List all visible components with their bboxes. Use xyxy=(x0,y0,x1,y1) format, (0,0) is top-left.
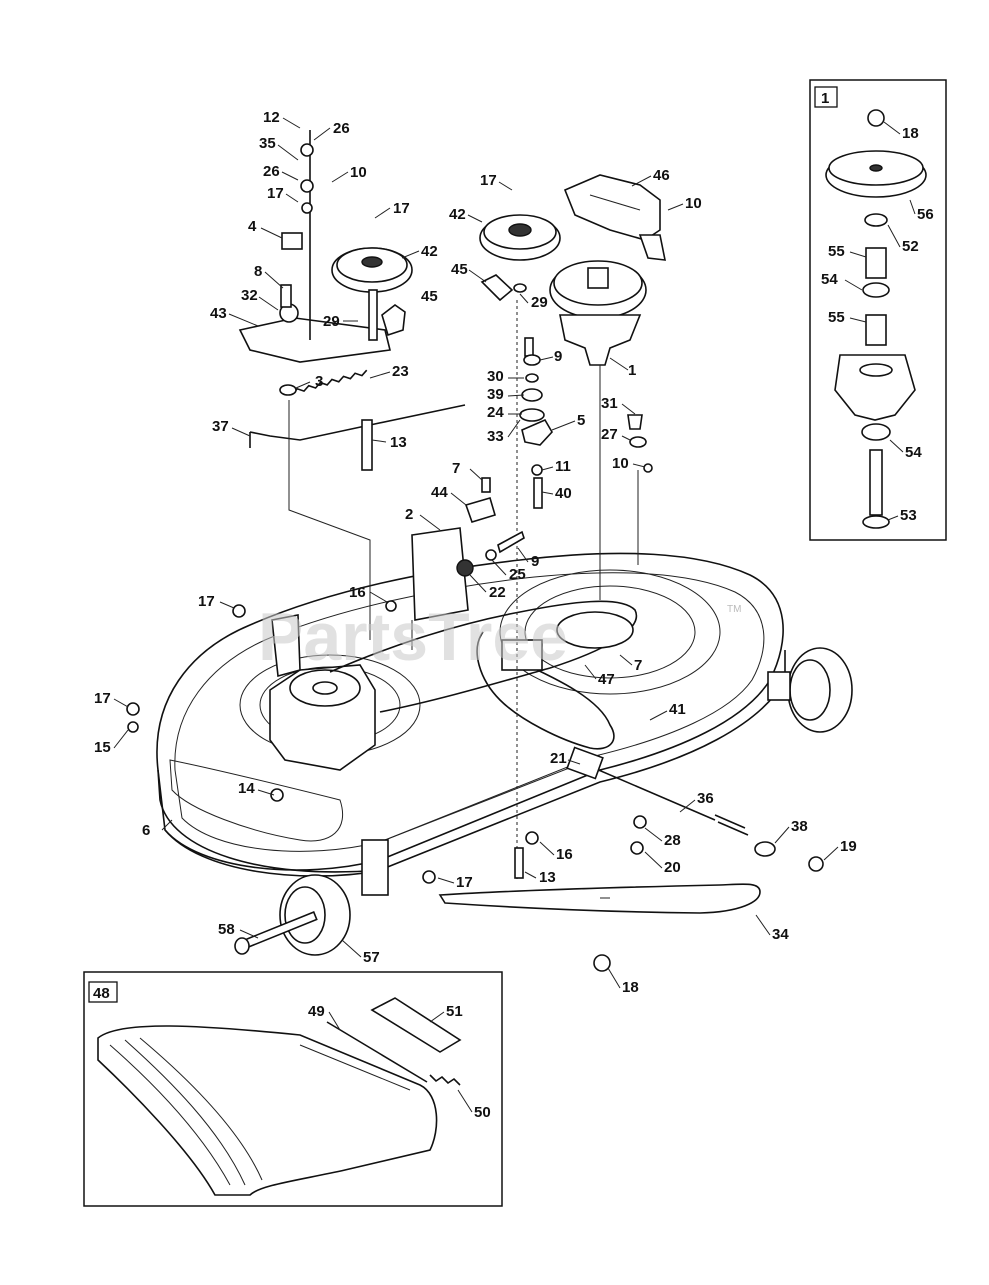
callout-30: 30 xyxy=(487,368,504,385)
callout-32: 32 xyxy=(241,287,258,304)
callout-24: 24 xyxy=(487,404,504,421)
callout-8: 8 xyxy=(254,263,262,280)
callout-52: 52 xyxy=(902,238,919,255)
callout-9: 9 xyxy=(531,553,539,570)
main-spindle xyxy=(549,260,647,600)
callout-55: 55 xyxy=(828,243,845,260)
callout-26: 26 xyxy=(333,120,350,137)
callout-10: 10 xyxy=(685,195,702,212)
watermark: PartsTree xyxy=(258,599,568,675)
callout-23: 23 xyxy=(392,363,409,380)
callout-40: 40 xyxy=(555,485,572,502)
callout-25: 25 xyxy=(509,566,526,583)
callout-54: 54 xyxy=(905,444,922,461)
callout-42: 42 xyxy=(449,206,466,223)
blade xyxy=(438,883,761,914)
callout-33: 33 xyxy=(487,428,504,445)
callout-39: 39 xyxy=(487,386,504,403)
callout-44: 44 xyxy=(431,484,448,501)
callout-9: 9 xyxy=(554,348,562,365)
callout-17: 17 xyxy=(480,172,497,189)
bracket-46 xyxy=(563,174,667,261)
callout-56: 56 xyxy=(917,206,934,223)
callout-43: 43 xyxy=(210,305,227,322)
callout-13: 13 xyxy=(539,869,556,886)
callout-28: 28 xyxy=(664,832,681,849)
callout-4: 4 xyxy=(248,218,257,235)
leader-lines xyxy=(113,117,916,1113)
callout-20: 20 xyxy=(664,859,681,876)
callout-10: 10 xyxy=(612,455,629,472)
axle-bolt xyxy=(234,911,318,955)
rear-wheel-right xyxy=(767,647,853,733)
callout-17: 17 xyxy=(393,200,410,217)
callout-38: 38 xyxy=(791,818,808,835)
callout-45: 45 xyxy=(451,261,468,278)
callout-17: 17 xyxy=(456,874,473,891)
callout-31: 31 xyxy=(601,395,618,412)
callout-46: 46 xyxy=(653,167,670,184)
callout-57: 57 xyxy=(363,949,380,966)
callout-19: 19 xyxy=(840,838,857,855)
mower-deck xyxy=(156,527,853,956)
callout-35: 35 xyxy=(259,135,276,152)
callout-labels: 12 26 35 26 10 17 17 4 42 8 32 45 43 29 … xyxy=(94,109,934,1121)
spindle-inset: 1 xyxy=(809,79,947,541)
callout-36: 36 xyxy=(697,790,714,807)
callout-16: 16 xyxy=(349,584,366,601)
right-hardware xyxy=(627,414,653,565)
callout-50: 50 xyxy=(474,1104,491,1121)
callout-22: 22 xyxy=(489,584,506,601)
callout-17: 17 xyxy=(198,593,215,610)
callout-29: 29 xyxy=(323,313,340,330)
hardware-nuts xyxy=(126,530,824,972)
callout-54: 54 xyxy=(821,271,838,288)
callout-55: 55 xyxy=(828,309,845,326)
callout-34: 34 xyxy=(772,926,789,943)
inset-1-label: 1 xyxy=(821,90,829,107)
callout-49: 49 xyxy=(308,1003,325,1020)
callout-10: 10 xyxy=(350,164,367,181)
callout-29: 29 xyxy=(531,294,548,311)
callout-7: 7 xyxy=(634,657,642,674)
callout-13: 13 xyxy=(390,434,407,451)
callout-37: 37 xyxy=(212,418,229,435)
callout-42: 42 xyxy=(421,243,438,260)
callout-17: 17 xyxy=(267,185,284,202)
callout-17: 17 xyxy=(94,690,111,707)
clip-44 xyxy=(464,477,496,523)
callout-53: 53 xyxy=(900,507,917,524)
callout-12: 12 xyxy=(263,109,280,126)
callout-21: 21 xyxy=(550,750,567,767)
callout-5: 5 xyxy=(577,412,585,429)
callout-27: 27 xyxy=(601,426,618,443)
callout-26: 26 xyxy=(263,163,280,180)
callout-14: 14 xyxy=(238,780,255,797)
center-hardware xyxy=(519,337,553,509)
callout-58: 58 xyxy=(218,921,235,938)
trademark: TM xyxy=(727,604,741,615)
center-idler-pulley xyxy=(479,214,561,880)
callout-45: 45 xyxy=(421,288,438,305)
callout-2: 2 xyxy=(405,506,413,523)
callout-41: 41 xyxy=(669,701,686,718)
deflector-inset: 48 xyxy=(83,971,503,1207)
inset-48-label: 48 xyxy=(93,985,110,1002)
callout-7: 7 xyxy=(452,460,460,477)
idler-arm-assembly xyxy=(238,130,466,471)
callout-16: 16 xyxy=(556,846,573,863)
callout-18: 18 xyxy=(902,125,919,142)
callout-6: 6 xyxy=(142,822,150,839)
callout-51: 51 xyxy=(446,1003,463,1020)
callout-1: 1 xyxy=(628,362,636,379)
callout-15: 15 xyxy=(94,739,111,756)
callout-3: 3 xyxy=(315,373,323,390)
callout-47: 47 xyxy=(598,671,615,688)
callout-11: 11 xyxy=(555,458,571,475)
callout-18: 18 xyxy=(622,979,639,996)
adjustment-rod xyxy=(566,746,749,836)
